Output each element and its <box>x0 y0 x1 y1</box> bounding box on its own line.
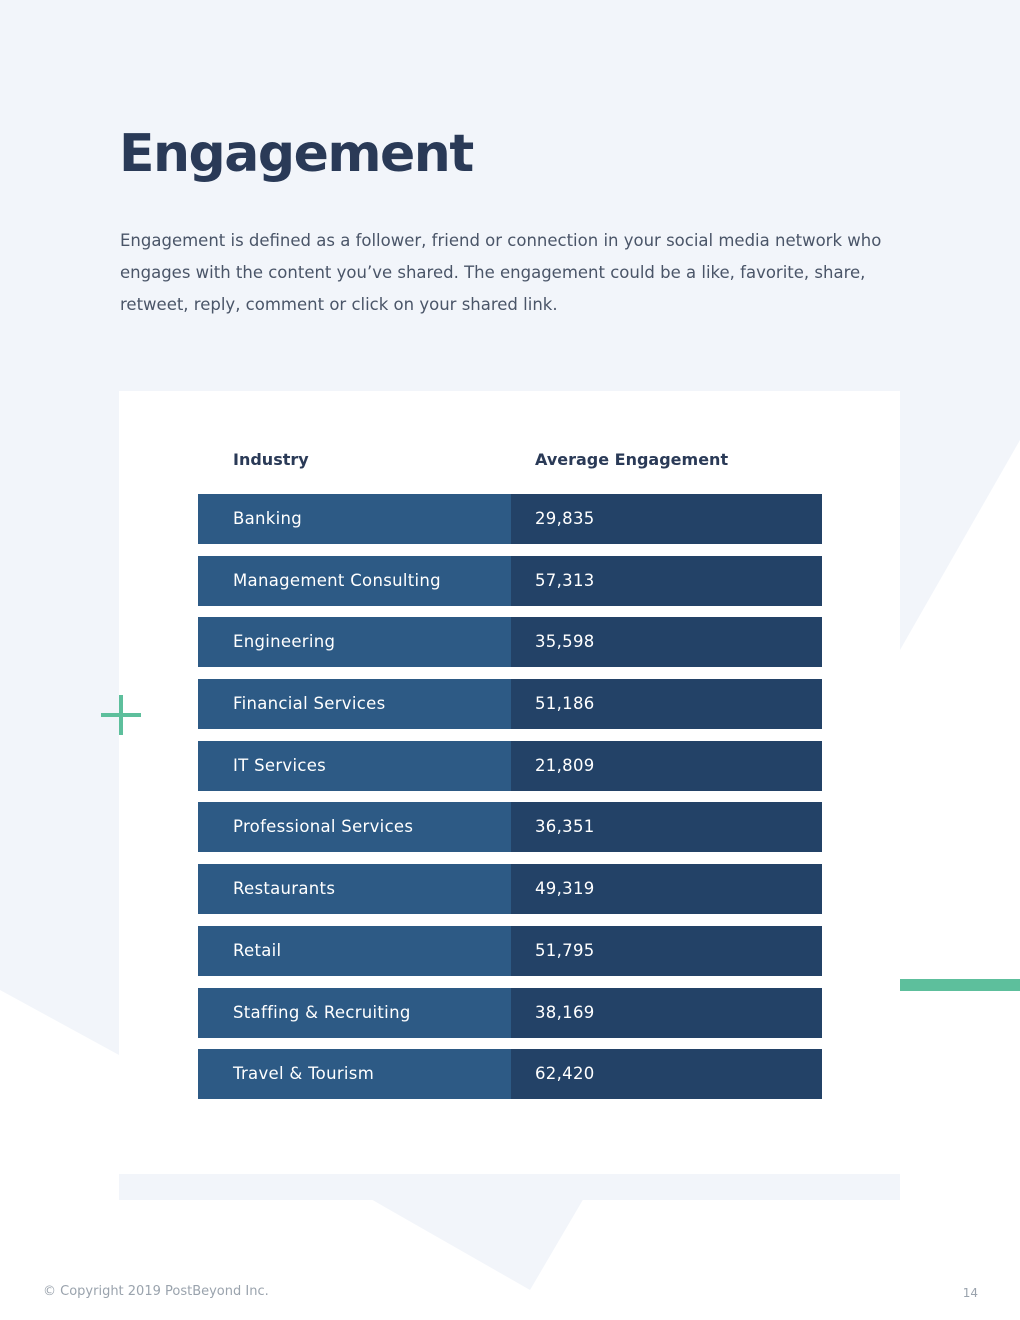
industry-cell: Staffing & Recruiting <box>198 987 511 1038</box>
table-row: Staffing & Recruiting 38,169 <box>198 987 822 1038</box>
engagement-value-cell: 57,313 <box>511 555 822 606</box>
plus-icon-vertical-stroke <box>119 695 123 735</box>
industry-cell: Engineering <box>198 617 511 668</box>
engagement-value-cell: 35,598 <box>511 617 822 668</box>
page-title: Engagement <box>119 124 474 184</box>
engagement-value-cell: 36,351 <box>511 802 822 853</box>
plus-icon <box>101 695 141 735</box>
table-row: Management Consulting 57,313 <box>198 555 822 606</box>
industry-cell: Banking <box>198 494 511 544</box>
table-row: Engineering 35,598 <box>198 617 822 668</box>
engagement-value-cell: 51,186 <box>511 679 822 730</box>
intro-paragraph: Engagement is defined as a follower, fri… <box>120 231 882 314</box>
page-number: 14 <box>962 1286 978 1300</box>
table-row: Travel & Tourism 62,420 <box>198 1049 822 1100</box>
engagement-value-cell: 51,795 <box>511 925 822 976</box>
industry-cell: Financial Services <box>198 679 511 730</box>
industry-cell: IT Services <box>198 740 511 791</box>
engagement-value-cell: 29,835 <box>511 494 822 544</box>
background-triangle-bottom <box>327 1174 598 1290</box>
industry-cell: Management Consulting <box>198 555 511 606</box>
industry-cell: Restaurants <box>198 864 511 915</box>
industry-cell: Travel & Tourism <box>198 1049 511 1100</box>
engagement-value-cell: 49,319 <box>511 864 822 915</box>
table-row: Restaurants 49,319 <box>198 864 822 915</box>
accent-bar <box>900 979 1020 991</box>
table-row: Professional Services 36,351 <box>198 802 822 853</box>
industry-cell: Retail <box>198 925 511 976</box>
column-header-average-engagement: Average Engagement <box>535 450 729 469</box>
footer-copyright: © Copyright 2019 PostBeyond Inc. <box>43 1284 269 1299</box>
table-row: IT Services 21,809 <box>198 740 822 791</box>
engagement-table: Banking 29,835 Management Consulting 57,… <box>198 494 822 1111</box>
engagement-value-cell: 38,169 <box>511 987 822 1038</box>
engagement-value-cell: 21,809 <box>511 740 822 791</box>
column-header-industry: Industry <box>233 450 309 469</box>
table-row: Financial Services 51,186 <box>198 679 822 730</box>
table-row: Banking 29,835 <box>198 494 822 544</box>
table-row: Retail 51,795 <box>198 925 822 976</box>
engagement-value-cell: 62,420 <box>511 1049 822 1100</box>
industry-cell: Professional Services <box>198 802 511 853</box>
